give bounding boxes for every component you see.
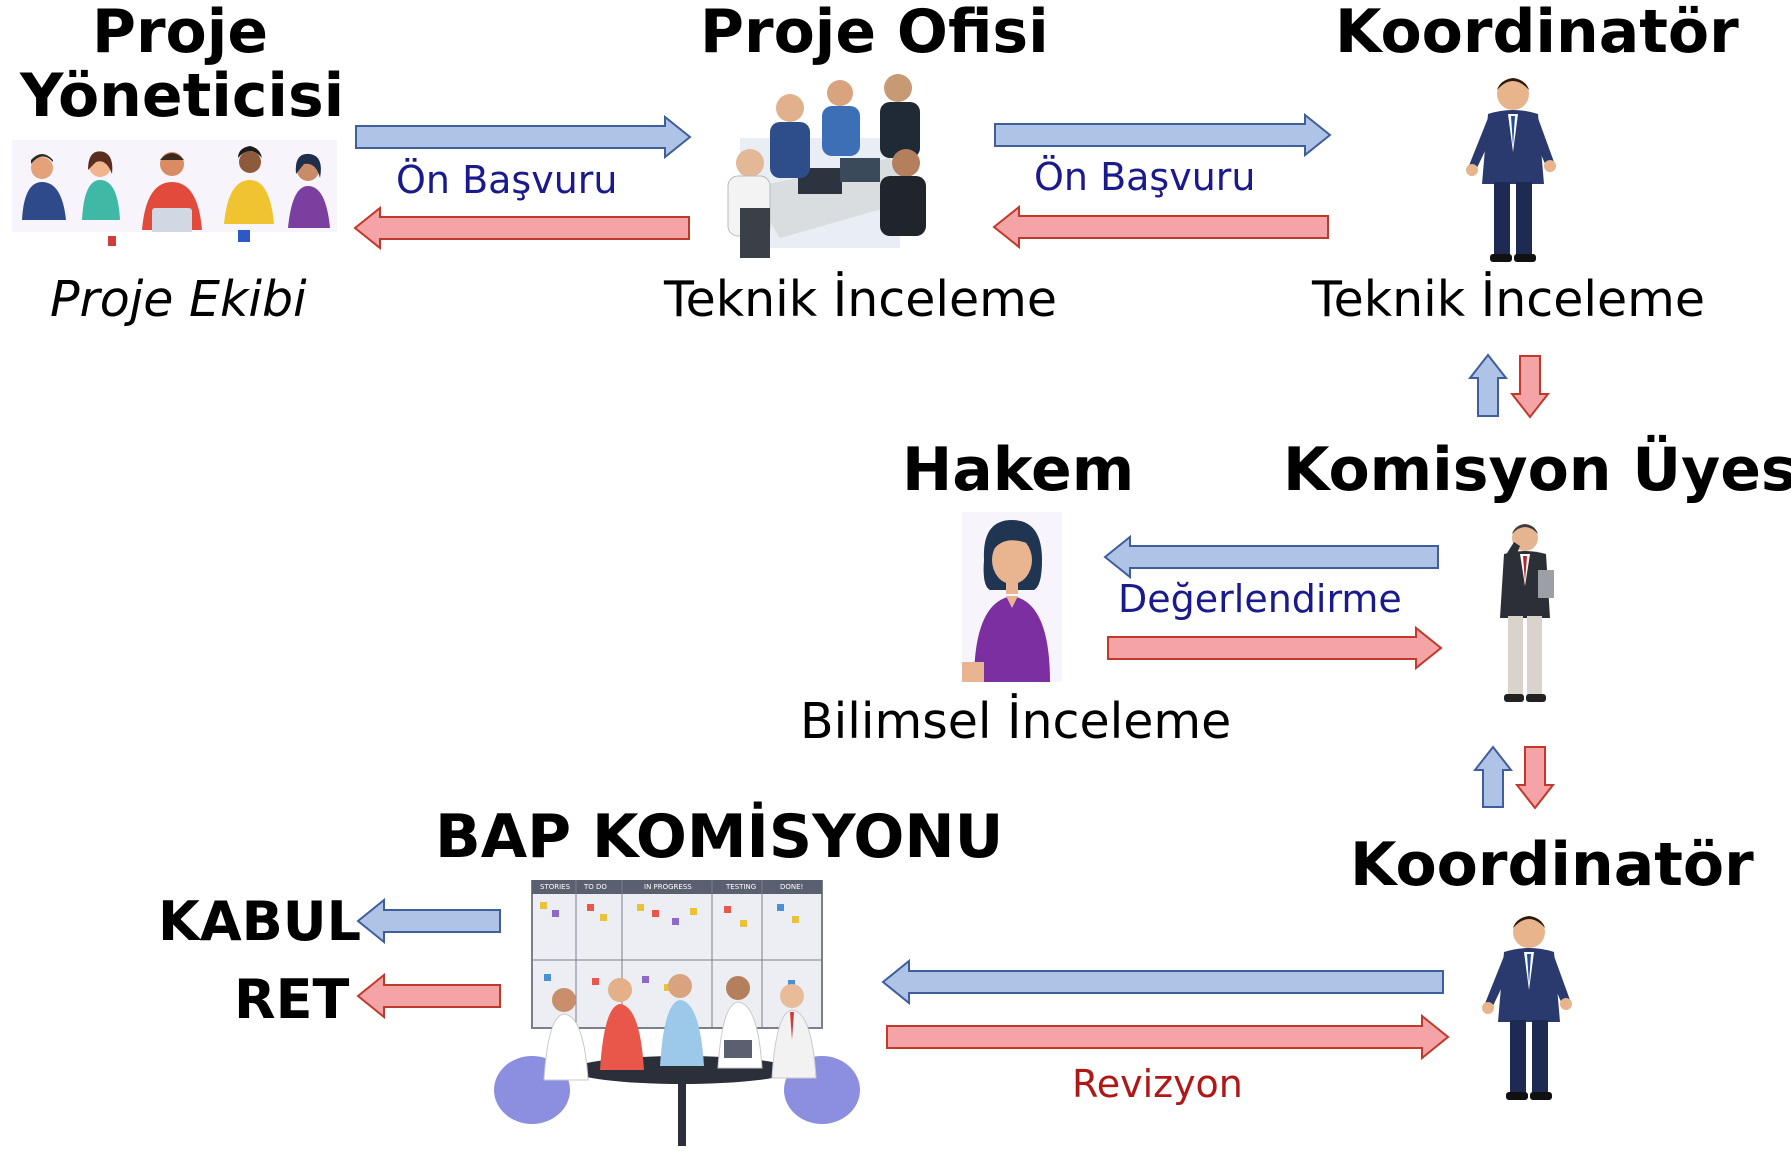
kanban-col-in-progress: IN PROGRESS bbox=[644, 883, 692, 891]
kanban-col-testing: TESTING bbox=[726, 883, 757, 891]
project-team-illustration bbox=[12, 140, 337, 258]
arrow-right-on-basvuru-2 bbox=[994, 112, 1332, 158]
arrow-down-1 bbox=[1509, 355, 1551, 419]
referee-figure bbox=[962, 512, 1062, 682]
arrow-right-on-basvuru-1 bbox=[355, 114, 692, 160]
komisyon-uyesi-title: Komisyon Üyesi bbox=[1283, 435, 1791, 505]
arrow-left-kabul bbox=[356, 897, 501, 945]
commission-member-figure bbox=[1500, 524, 1554, 702]
proje-yoneticisi-title: Proje Yöneticisi bbox=[20, 0, 345, 131]
ret-label: RET bbox=[234, 968, 350, 1031]
arrow-right-revizyon bbox=[886, 1013, 1450, 1061]
koordinator-top-title: Koordinatör bbox=[1335, 0, 1739, 67]
kanban-col-done: DONE! bbox=[780, 883, 804, 891]
on-basvuru-label-1: Ön Başvuru bbox=[396, 158, 618, 202]
arrow-up-2 bbox=[1472, 745, 1514, 808]
proje-ekibi-caption: Proje Ekibi bbox=[50, 271, 307, 328]
arrow-down-2 bbox=[1514, 746, 1556, 810]
arrow-left-ret bbox=[356, 972, 501, 1020]
arrow-left-revizyon bbox=[881, 958, 1444, 1006]
kanban-col-stories: STORIES bbox=[540, 883, 571, 891]
proje-ofisi-title: Proje Ofisi bbox=[700, 0, 1049, 67]
koordinator-bottom-title: Koordinatör bbox=[1350, 830, 1754, 900]
revizyon-label: Revizyon bbox=[1072, 1062, 1243, 1106]
teknik-inceleme-caption-2: Teknik İnceleme bbox=[1312, 271, 1705, 328]
coordinator-bottom-figure bbox=[1482, 916, 1572, 1100]
kanban-board-art bbox=[494, 880, 860, 1146]
arrow-up-1 bbox=[1467, 353, 1509, 417]
arrow-left-degerlendirme bbox=[1103, 534, 1439, 580]
kanban-col-todo: TO DO bbox=[584, 883, 607, 891]
hakem-title: Hakem bbox=[902, 435, 1135, 505]
arrow-left-teknik-1 bbox=[353, 205, 690, 251]
teknik-inceleme-caption-1: Teknik İnceleme bbox=[664, 271, 1057, 328]
project-office-illustration bbox=[727, 74, 926, 258]
on-basvuru-label-2: Ön Başvuru bbox=[1034, 155, 1256, 199]
kabul-label: KABUL bbox=[158, 890, 362, 953]
arrow-right-degerlendirme bbox=[1107, 625, 1443, 671]
bap-komisyonu-title: BAP KOMİSYONU bbox=[435, 802, 1004, 872]
bap-commission-illustration: STORIES TO DO IN PROGRESS TESTING DONE! bbox=[492, 880, 862, 1151]
degerlendirme-label: Değerlendirme bbox=[1118, 577, 1402, 621]
arrow-left-teknik-2 bbox=[992, 204, 1329, 250]
coordinator-top-figure bbox=[1466, 78, 1556, 262]
bilimsel-inceleme-caption: Bilimsel İnceleme bbox=[800, 693, 1232, 750]
